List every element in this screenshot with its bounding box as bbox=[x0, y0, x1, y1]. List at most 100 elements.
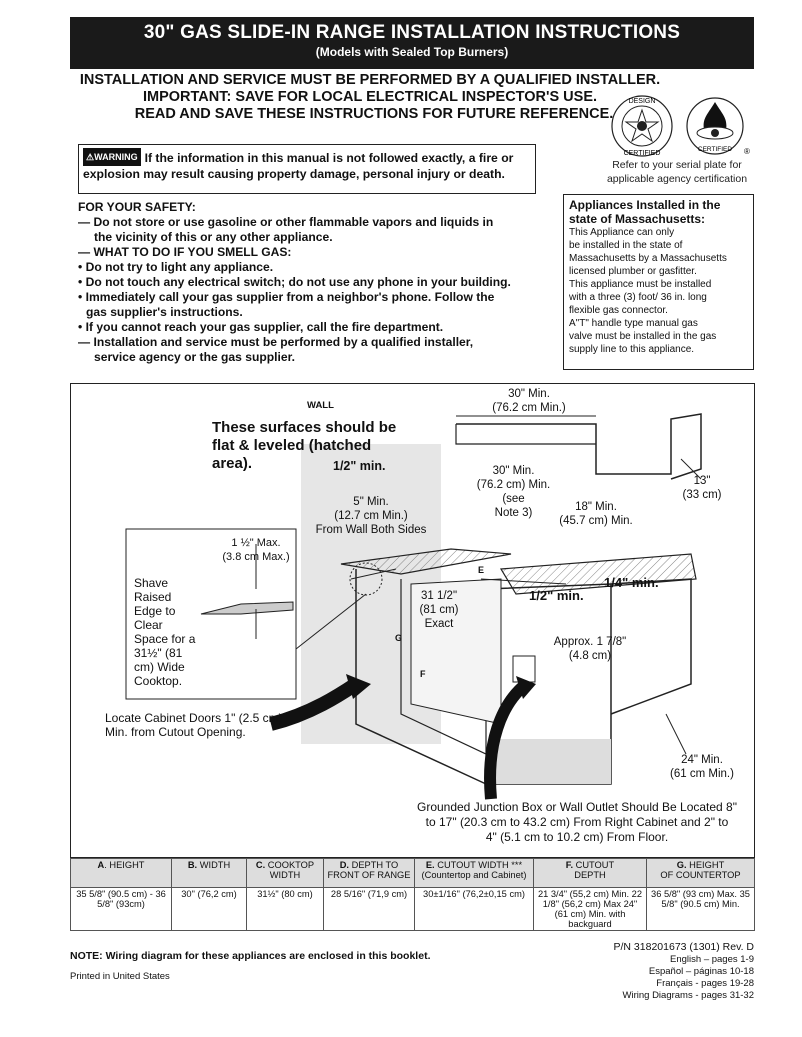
dimension-text: Exact bbox=[424, 618, 454, 630]
surfaces-note-line: These surfaces should be bbox=[212, 419, 397, 436]
document-header: 30" GAS SLIDE-IN RANGE INSTALLATION INST… bbox=[70, 17, 754, 69]
dimension-text: (81 cm) bbox=[419, 604, 459, 616]
half-inch-min-label: 1/2" min. bbox=[333, 459, 386, 473]
language-pages: Español – páginas 10-18 bbox=[648, 966, 754, 977]
massachusetts-text: be installed in the state of bbox=[569, 240, 683, 251]
surfaces-note: These surfaces should be flat & leveled … bbox=[212, 419, 396, 473]
dimension-g-marker: G bbox=[395, 633, 403, 643]
dimension-text: Note 3) bbox=[494, 507, 533, 519]
safety-item: — Installation and service must be perfo… bbox=[78, 335, 474, 349]
warning-badge: ⚠WARNING bbox=[83, 148, 141, 166]
table-cell: 28 5/16" (71,9 cm) bbox=[323, 887, 415, 931]
dimension-text: (61 cm Min.) bbox=[670, 768, 734, 780]
intro-line-2: IMPORTANT: SAVE FOR LOCAL ELECTRICAL INS… bbox=[142, 89, 598, 105]
dimension-text: 30" Min. bbox=[508, 388, 550, 400]
dimension-text: (3.8 cm Max.) bbox=[222, 551, 290, 563]
wall-side-clearance-label: 5" Min. (12.7 cm Min.) From Wall Both Si… bbox=[307, 495, 435, 537]
table-cell: 35 5/8" (90.5 cm) - 36 5/8" (93cm) bbox=[70, 887, 172, 931]
safety-heading: FOR YOUR SAFETY: bbox=[78, 200, 196, 214]
massachusetts-heading: Appliances Installed in the state of Mas… bbox=[569, 198, 721, 226]
massachusetts-text: flexible gas connector. bbox=[569, 305, 668, 316]
note-text: Clear bbox=[134, 618, 163, 632]
cabinet-doors-note: Locate Cabinet Doors 1" (2.5 cm) Min. fr… bbox=[105, 711, 305, 739]
warning-text: If the information in this manual is not… bbox=[83, 151, 514, 181]
cabinet-illustration bbox=[125, 413, 702, 800]
language-pages: Français - pages 19-28 bbox=[656, 978, 754, 989]
dimension-text: Approx. 1 7/8" bbox=[553, 636, 627, 648]
safety-item: • If you cannot reach your gas supplier,… bbox=[78, 320, 444, 334]
dimension-text: (45.7 cm) Min. bbox=[559, 515, 633, 527]
dimension-text: 30" Min. bbox=[492, 465, 535, 477]
massachusetts-text: licensed plumber or gasfitter. bbox=[569, 266, 697, 277]
dimension-f-marker: F bbox=[420, 669, 426, 679]
surfaces-note-line: flat & leveled (hatched bbox=[212, 437, 372, 454]
note-text: 4" (5.1 cm to 10.2 cm) From Floor. bbox=[485, 830, 669, 844]
dimension-text: 18" Min. bbox=[575, 501, 617, 513]
junction-box-note: Grounded Junction Box or Wall Outlet Sho… bbox=[399, 800, 755, 845]
shave-edge-note: Shave Raised Edge to Clear Space for a 3… bbox=[134, 576, 204, 688]
dimension-text: From Wall Both Sides bbox=[315, 524, 427, 536]
safety-instructions: FOR YOUR SAFETY: — Do not store or use g… bbox=[78, 200, 548, 365]
cert-note-line-1: Refer to your serial plate for bbox=[612, 159, 742, 171]
top-clearance-label: 30" Min. (76.2 cm Min.) bbox=[479, 387, 579, 415]
part-number-block: P/N 318201673 (1301) Rev. D English – pa… bbox=[614, 941, 754, 1002]
svg-text:®: ® bbox=[744, 147, 750, 156]
half-inch-min-label-right: 1/2" min. bbox=[529, 588, 584, 603]
note-text: Locate Cabinet Doors 1" (2.5 cm) bbox=[105, 711, 283, 725]
dimension-text: (4.8 cm) bbox=[568, 650, 612, 662]
massachusetts-text: This Appliance can only bbox=[569, 227, 675, 238]
depth-13-label: 13" (33 cm) bbox=[677, 474, 727, 502]
safety-item: • Do not try to light any appliance. bbox=[78, 260, 274, 274]
surfaces-note-line: area). bbox=[212, 455, 253, 472]
center-clearance-label: 30" Min. (76.2 cm) Min. (see Note 3) bbox=[466, 464, 561, 520]
safety-item: • Do not touch any electrical switch; do… bbox=[78, 275, 511, 289]
seal-top-text: DESIGN bbox=[629, 98, 656, 105]
printed-in-label: Printed in United States bbox=[70, 971, 170, 982]
column-header: B. WIDTH bbox=[171, 858, 247, 888]
note-text: Space for a bbox=[134, 632, 196, 646]
part-number: P/N 318201673 (1301) Rev. D bbox=[613, 941, 754, 953]
table-row: 35 5/8" (90.5 cm) - 36 5/8" (93cm) 30" (… bbox=[70, 887, 755, 931]
table-cell: 30±1/16" (76,2±0,15 cm) bbox=[414, 887, 534, 931]
safety-item-cont: the vicinity of this or any other applia… bbox=[94, 230, 333, 244]
dimension-text: 24" Min. bbox=[681, 754, 723, 766]
note-text: Raised bbox=[134, 590, 172, 604]
warning-badge-label: WARNING bbox=[94, 152, 138, 162]
dimension-text: (76.2 cm Min.) bbox=[492, 402, 566, 414]
safety-item: — Do not store or use gasoline or other … bbox=[78, 215, 494, 229]
raised-edge-max-label: 1 ½" Max. (3.8 cm Max.) bbox=[217, 536, 295, 564]
dimension-text: 13" bbox=[693, 475, 711, 487]
safety-item-cont: service agency or the gas supplier. bbox=[94, 350, 295, 364]
approx-offset-label: Approx. 1 7/8" (4.8 cm) bbox=[545, 635, 635, 663]
massachusetts-text: supply line to this appliance. bbox=[569, 344, 695, 355]
table-cell: 21 3/4" (55,2 cm) Min. 22 1/8" (56,2 cm)… bbox=[533, 887, 647, 931]
note-text: to 17" (20.3 cm to 43.2 cm) From Right C… bbox=[425, 815, 729, 829]
massachusetts-text: valve must be installed in the gas bbox=[569, 331, 717, 342]
note-text: Edge to bbox=[134, 604, 176, 618]
intro-line-1: INSTALLATION AND SERVICE MUST BE PERFORM… bbox=[79, 72, 661, 88]
csa-certified-seal: CERTIFIED ® bbox=[686, 97, 750, 156]
dimension-text: 5" Min. bbox=[353, 496, 389, 508]
safety-item: — WHAT TO DO IF YOU SMELL GAS: bbox=[78, 245, 292, 259]
language-pages: English – pages 1-9 bbox=[670, 954, 754, 965]
note-text: Grounded Junction Box or Wall Outlet Sho… bbox=[416, 800, 737, 814]
warning-triangle-icon: ⚠ bbox=[86, 152, 95, 162]
dimension-e-marker: E bbox=[478, 565, 485, 575]
table-cell: 31½" (80 cm) bbox=[246, 887, 324, 931]
language-pages: Wiring Diagrams - pages 31-32 bbox=[622, 990, 754, 1001]
table-cell: 30" (76,2 cm) bbox=[171, 887, 247, 931]
installation-diagram: WALL These surfaces should be flat & lev… bbox=[70, 383, 755, 858]
dimension-text: 1 ½" Max. bbox=[231, 537, 281, 549]
quarter-inch-min-label: 1/4" min. bbox=[604, 575, 659, 590]
massachusetts-text: This appliance must be installed bbox=[569, 279, 712, 290]
certified-label: CERTIFIED bbox=[698, 146, 732, 153]
wall-label: WALL bbox=[307, 400, 334, 411]
massachusetts-text: Massachusetts by a Massachusetts bbox=[569, 253, 727, 264]
